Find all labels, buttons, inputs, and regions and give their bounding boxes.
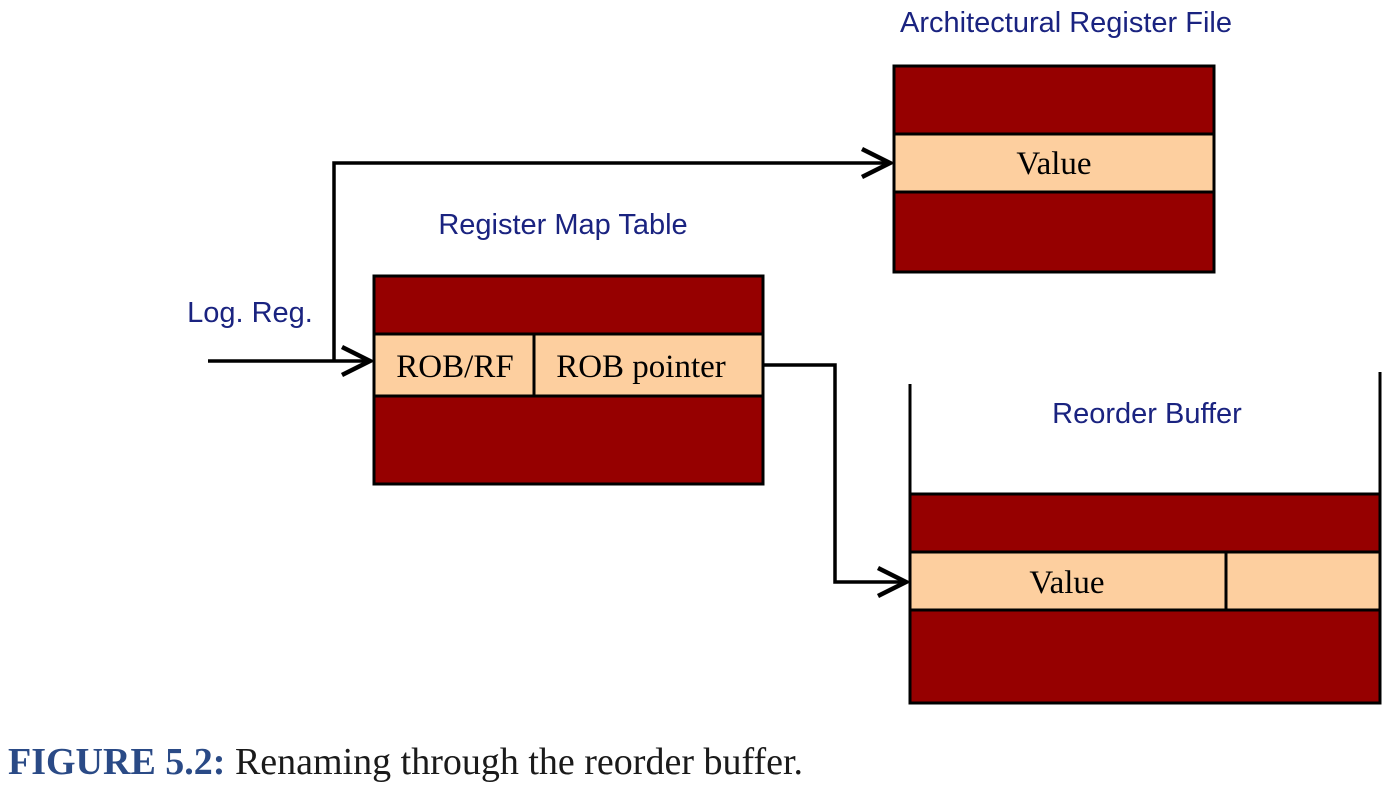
rob-field-extra <box>1224 550 1382 612</box>
rob-title: Reorder Buffer <box>1052 398 1242 430</box>
rmt-title: Register Map Table <box>438 209 687 241</box>
rob-field-value <box>908 550 1228 612</box>
rmt-row-bottom <box>372 394 765 486</box>
rob-row-top <box>908 492 1382 554</box>
rob-value-label: Value <box>1029 565 1104 601</box>
arrow-rmt-to-rob <box>763 363 906 582</box>
input-label: Log. Reg. <box>187 297 313 329</box>
rmt-field1-label: ROB/RF <box>396 349 513 385</box>
arf-value-label: Value <box>1016 146 1091 182</box>
register-map-table: ROB/RF ROB pointer <box>372 274 765 486</box>
reorder-buffer: Reorder Buffer Value <box>908 372 1382 705</box>
caption-text: Renaming through the reorder buffer. <box>225 741 804 783</box>
rmt-row-top <box>372 274 765 336</box>
arf-row-value <box>892 132 1216 194</box>
architectural-register-file: Value <box>892 64 1216 274</box>
connectors <box>208 163 906 582</box>
arf-title: Architectural Register File <box>900 7 1232 39</box>
rob-row-bottom <box>908 608 1382 705</box>
figure-caption: FIGURE 5.2: Renaming through the reorder… <box>8 740 803 784</box>
arf-row-bottom <box>892 190 1216 274</box>
caption-number: FIGURE 5.2: <box>8 741 226 783</box>
arf-row-top <box>892 64 1216 136</box>
rmt-field2-label: ROB pointer <box>556 349 726 385</box>
arrow-logreg-to-arf <box>332 163 890 361</box>
